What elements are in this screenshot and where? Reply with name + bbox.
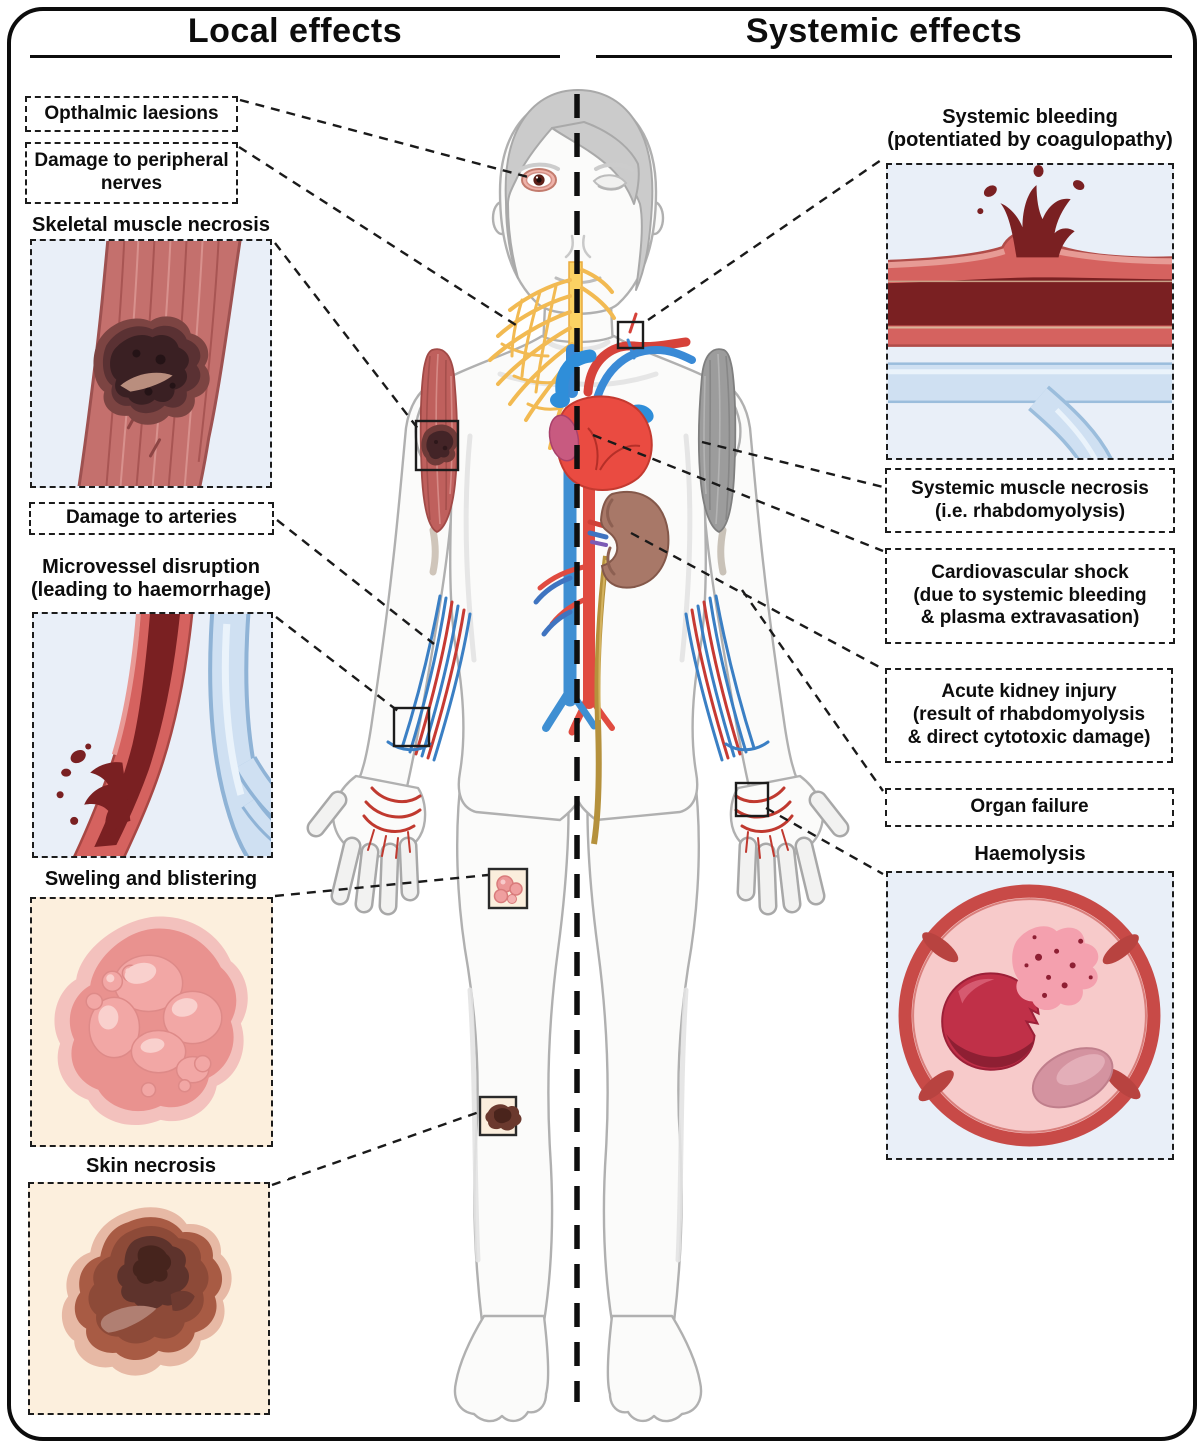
label-damage-to-arteries: Damage to arteries xyxy=(29,502,274,535)
label-cardiovascular-shock: Cardiovascular shock (due to systemic bl… xyxy=(885,548,1175,644)
left-foot xyxy=(453,1314,550,1423)
hair xyxy=(504,89,654,291)
label-organ-failure: Organ failure xyxy=(885,788,1174,827)
caption-skin-necrosis: Skin necrosis xyxy=(14,1153,288,1179)
connector-haemolysis xyxy=(765,806,884,876)
connector-arteries xyxy=(276,519,435,645)
haemolysis-illustration xyxy=(898,884,1161,1147)
bleeding-vessel-illustration xyxy=(888,165,1172,458)
connector-ophthalmic xyxy=(239,98,529,179)
caption-swelling-blistering: Sweling and blistering xyxy=(14,866,288,893)
wall-junctions xyxy=(902,889,1157,1142)
vein-band xyxy=(888,362,1172,458)
connector-skin-necrosis xyxy=(271,1110,480,1187)
connector-skeletal-muscle xyxy=(274,242,420,431)
inflamed-eye-icon xyxy=(521,168,557,192)
necrosis-marker xyxy=(478,1095,522,1137)
connector-lines xyxy=(238,98,885,1187)
inset-microvessel-disruption xyxy=(32,612,273,858)
right-forearm-vessels xyxy=(684,594,794,859)
muscle-necrosis-illustration xyxy=(77,241,242,486)
inset-skin-necrosis xyxy=(28,1182,270,1415)
caption-haemolysis: Haemolysis xyxy=(884,841,1176,868)
label-ophthalmic-lesions: Opthalmic laesions xyxy=(25,96,238,132)
highlight-box-arm-muscle xyxy=(414,419,460,472)
artery-band xyxy=(888,229,1172,347)
connector-organ-failure xyxy=(741,589,884,792)
blood-spurt xyxy=(977,165,1085,258)
haemoglobin-splash xyxy=(1012,926,1099,1011)
closed-eye-icon xyxy=(592,174,628,191)
connector-swelling xyxy=(274,873,489,898)
local-title-underline xyxy=(30,55,560,58)
inset-systemic-bleeding xyxy=(886,163,1174,460)
inset-swelling-blistering xyxy=(30,897,273,1147)
vein xyxy=(208,614,271,856)
systemic-effects-title: Systemic effects xyxy=(745,12,1023,50)
aorta-vena-cava xyxy=(533,344,615,736)
right-hand xyxy=(729,774,850,916)
endothelial-cells xyxy=(918,932,1141,1102)
lysed-red-cell xyxy=(941,972,1040,1071)
skin-necrosis-illustration xyxy=(61,1207,232,1376)
right-foot xyxy=(606,1314,703,1423)
gray-arm-muscle xyxy=(697,348,737,576)
label-peripheral-nerves: Damage to peripheral nerves xyxy=(25,142,238,204)
left-forearm-vessels xyxy=(362,594,472,859)
highlight-box-right-hand xyxy=(734,781,770,818)
blister-illustration xyxy=(54,916,248,1126)
connector-nerves xyxy=(238,145,520,329)
connector-microvessel xyxy=(275,616,399,712)
label-acute-kidney-injury: Acute kidney injury (result of rhabdomyo… xyxy=(885,668,1173,763)
left-hand xyxy=(306,774,427,916)
heart xyxy=(548,312,696,491)
ruptured-artery xyxy=(56,614,194,856)
face-features xyxy=(518,162,634,284)
caption-systemic-bleeding: Systemic bleeding (potentiated by coagul… xyxy=(880,102,1180,156)
pale-ghost-cell xyxy=(1031,1047,1114,1109)
systemic-title-underline xyxy=(596,55,1172,58)
highlight-boxes xyxy=(392,320,770,818)
caption-microvessel-disruption: Microvessel disruption (leading to haemo… xyxy=(10,553,292,605)
body-shading xyxy=(463,339,693,1263)
necrotic-arm-muscle xyxy=(419,348,459,576)
inset-haemolysis xyxy=(886,871,1174,1160)
highlight-box-subclavian xyxy=(616,320,645,350)
connector-cardio-shock xyxy=(592,433,884,553)
inset-skeletal-muscle-necrosis xyxy=(30,239,272,488)
vessel-rupture-illustration xyxy=(56,614,271,856)
label-systemic-muscle-necrosis: Systemic muscle necrosis (i.e. rhabdomyo… xyxy=(885,468,1175,533)
caption-skeletal-muscle-necrosis: Skeletal muscle necrosis xyxy=(14,212,288,238)
blister-marker xyxy=(487,867,529,910)
local-effects-title: Local effects xyxy=(187,12,403,50)
highlight-box-left-wrist xyxy=(392,706,431,748)
connector-bleeding xyxy=(647,157,885,321)
kidney xyxy=(587,491,670,845)
